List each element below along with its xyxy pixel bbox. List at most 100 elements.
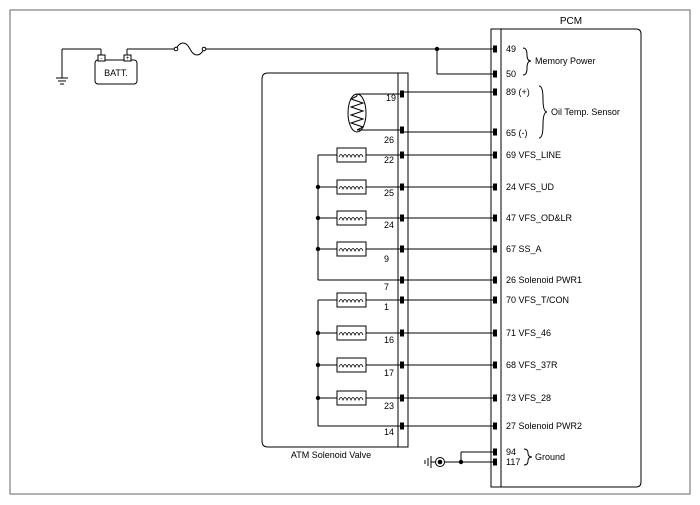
battery-plus-terminal — [123, 54, 132, 62]
memory-power-junction — [434, 46, 440, 52]
solenoid-winding-25 — [338, 186, 364, 191]
pcm-signal-73: 73 VFS_28 — [506, 393, 551, 403]
bus-junction-25 — [315, 184, 321, 190]
valve-pin-1: 1 — [384, 302, 389, 312]
valve-connector-stub — [400, 394, 404, 402]
valve-connector-stub — [400, 329, 404, 337]
connector-stub-group — [400, 45, 497, 466]
valve-connector-stub — [400, 296, 404, 304]
pin-117-label: 117 — [506, 457, 520, 467]
valve-connector-stub — [400, 126, 404, 134]
valve-connector-stub — [400, 214, 404, 222]
pcm-box — [490, 28, 642, 488]
battery-plus-sign: + — [126, 56, 130, 62]
pcm-signal-71: 71 VFS_46 — [506, 328, 551, 338]
fuse-terminal-left — [173, 46, 179, 52]
pcm-connector-stub — [493, 276, 497, 284]
valve-pin-16: 16 — [384, 335, 394, 345]
pcm-connector-stub — [493, 45, 497, 53]
bus-junction-23 — [315, 395, 321, 401]
pcm-signal-47: 47 VFS_OD&LR — [506, 213, 573, 223]
ground-terminal — [437, 459, 443, 465]
pcm-signal-70: 70 VFS_T/CON — [506, 295, 569, 305]
pcm-signal-68: 68 VFS_37R — [506, 360, 558, 370]
solenoid-winding-1 — [338, 299, 364, 304]
valve-connector-stub — [400, 151, 404, 159]
pcm-connector-stub — [493, 329, 497, 337]
pcm-signal-26: 26 Solenoid PWR1 — [506, 275, 582, 285]
fuse-terminal-right — [201, 46, 207, 52]
solenoid-winding-17 — [338, 364, 364, 369]
pcm-signal-67: 67 SS_A — [506, 244, 542, 254]
pcm-connector-stub — [493, 88, 497, 96]
bus-junction-9 — [315, 246, 321, 252]
pcm-signal-24: 24 VFS_UD — [506, 182, 555, 192]
valve-pin-25: 25 — [384, 188, 394, 198]
pcm-connector-stub — [493, 214, 497, 222]
oil-temp-sensor-circuit — [347, 91, 495, 133]
valve-pin-22: 22 — [384, 155, 394, 165]
ground-label: Ground — [535, 452, 565, 462]
valve-connector-stub — [400, 90, 404, 98]
valve-title: ATM Solenoid Valve — [291, 450, 371, 460]
pcm-module: PCM — [490, 16, 642, 488]
ground-brace — [523, 448, 533, 466]
pin-49-label: 49 — [506, 44, 516, 54]
oil-temp-label: Oil Temp. Sensor — [551, 107, 620, 117]
battery-box — [94, 59, 138, 85]
solenoid-winding-16 — [338, 332, 364, 337]
solenoid-winding-9 — [338, 248, 364, 253]
pin-50-label: 50 — [506, 69, 516, 79]
solenoid-winding-22 — [338, 154, 364, 159]
valve-connector-stub — [400, 361, 404, 369]
valve-connector-stub — [400, 183, 404, 191]
valve-pin-7: 7 — [384, 282, 389, 292]
memory-power-label: Memory Power — [535, 56, 596, 66]
pcm-connector-stub — [493, 448, 497, 456]
memory-power-brace — [522, 47, 532, 76]
solenoid-group: 22 25 24 9 7 1 16 17 23 14 — [315, 147, 402, 437]
pcm-connector-stub — [493, 151, 497, 159]
valve-pin-24: 24 — [384, 220, 394, 230]
pcm-connector-stub — [493, 183, 497, 191]
valve-pin-9: 9 — [384, 254, 389, 264]
pin-94-label: 94 — [506, 447, 516, 457]
pcm-connector-stub — [493, 70, 497, 78]
battery-minus-terminal — [97, 54, 106, 62]
valve-pin-19: 19 — [386, 93, 396, 103]
valve-connector-stub — [400, 245, 404, 253]
bus-junction-24 — [315, 215, 321, 221]
solenoid-winding-23 — [338, 397, 364, 402]
pcm-title: PCM — [560, 16, 582, 27]
valve-pin-14: 14 — [384, 427, 394, 437]
valve-connector-stub — [400, 276, 404, 284]
atm-solenoid-valve: ATM Solenoid Valve — [261, 72, 409, 460]
battery-minus-sign: - — [101, 56, 103, 62]
pcm-signal-group: 69 VFS_LINE 24 VFS_UD 47 VFS_OD&LR 67 SS_A 2… — [402, 150, 582, 431]
pcm-connector-stub — [493, 394, 497, 402]
solenoid-winding-24 — [338, 217, 364, 222]
valve-box — [261, 72, 409, 448]
ground-circuit — [424, 451, 495, 468]
battery-label: BATT. — [104, 68, 128, 78]
pcm-signal-69: 69 VFS_LINE — [506, 150, 561, 160]
ground-junction — [458, 459, 464, 465]
pcm-connector-stub — [493, 458, 497, 466]
pin-89-label: 89 (+) — [506, 87, 530, 97]
valve-pin-26: 26 — [384, 135, 394, 145]
pin-65-label: 65 (-) — [506, 128, 528, 138]
pcm-connector-stub — [493, 361, 497, 369]
valve-pin-23: 23 — [384, 401, 394, 411]
oil-temp-brace — [538, 85, 548, 139]
bus-junction-16 — [315, 330, 321, 336]
pcm-connector-stub — [493, 422, 497, 430]
pcm-connector-stub — [493, 128, 497, 136]
pcm-connector-stub — [493, 245, 497, 253]
pcm-signal-27: 27 Solenoid PWR2 — [506, 421, 582, 431]
valve-pin-17: 17 — [384, 368, 394, 378]
bus-junction-17 — [315, 362, 321, 368]
diagram-frame — [9, 9, 691, 495]
pcm-connector-stub — [493, 296, 497, 304]
valve-connector-stub — [400, 422, 404, 430]
